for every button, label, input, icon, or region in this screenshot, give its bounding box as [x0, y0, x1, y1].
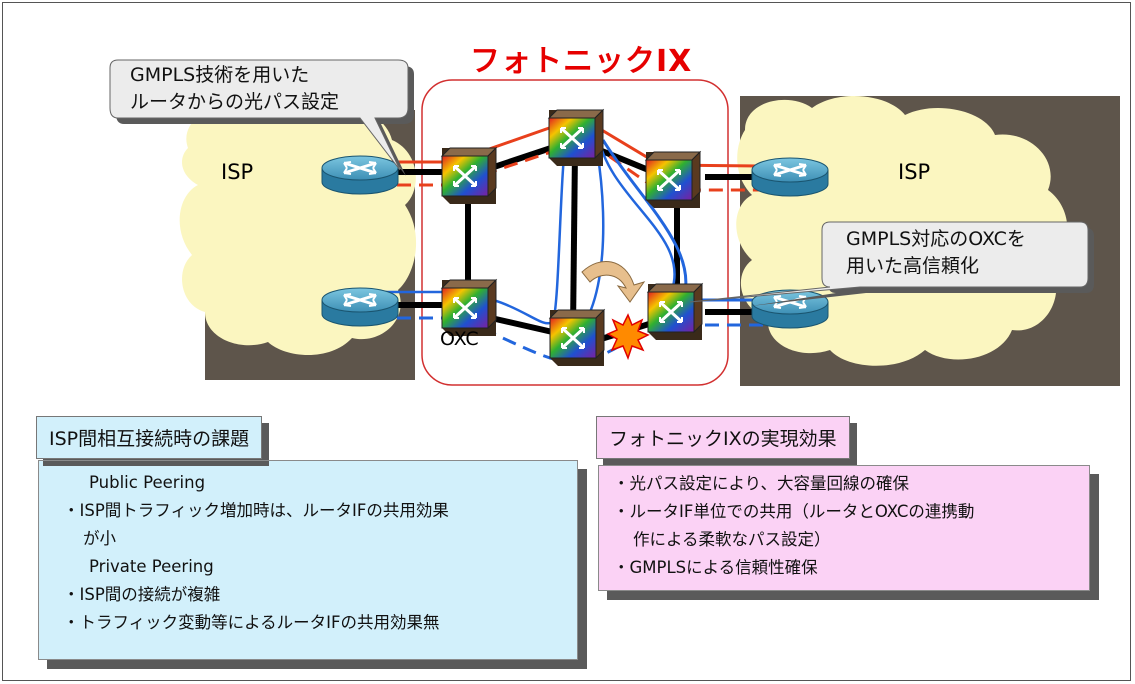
issue-line: が小 — [83, 529, 116, 548]
issues-panel: Public Peering ・ISP間トラフィック増加時は、ルータIFの共用効… — [38, 460, 578, 660]
issue-line: Public Peering — [89, 473, 206, 492]
callout-right-line: 用いた高信頼化 — [846, 255, 980, 277]
callout-left-line: ルータからの光パス設定 — [130, 91, 340, 113]
benefits-header: フォトニックIXの実現効果 — [596, 416, 850, 459]
failure-burst-icon — [606, 313, 650, 361]
benefits-panel: ・光パス設定により、大容量回線の確保 ・ルータIF単位での共用（ルータとOXCの… — [598, 465, 1090, 591]
isp-right-label: ISP — [898, 160, 931, 184]
reroute-arrow-icon — [581, 261, 646, 303]
callout-left-text: GMPLS技術を用いた ルータからの光パス設定 — [130, 62, 339, 116]
issue-line: ・トラフィック変動等によるルータIFの共用効果無 — [63, 613, 440, 632]
benefit-line: ・GMPLSによる信頼性確保 — [613, 558, 818, 577]
benefits-panel-bg — [598, 465, 1090, 591]
benefit-line: ・ルータIF単位での共用（ルータとOXCの連携動 — [613, 502, 975, 521]
router-icon — [320, 154, 400, 196]
issue-line: ・ISP間トラフィック増加時は、ルータIFの共用効果 — [63, 501, 449, 520]
oxc-switch-icon — [440, 146, 498, 206]
oxc-switch-icon — [547, 108, 605, 168]
router-icon — [750, 156, 830, 198]
benefit-line: 作による柔軟なパス設定） — [633, 530, 831, 549]
callout-left — [109, 59, 409, 171]
callout-right-line: GMPLS対応のOXCを — [846, 228, 1026, 250]
oxc-switch-icon — [644, 150, 702, 210]
callout-left-line: GMPLS技術を用いた — [130, 64, 310, 86]
router-icon — [320, 286, 400, 328]
benefit-line: ・光パス設定により、大容量回線の確保 — [613, 474, 910, 493]
oxc-switch-icon — [548, 308, 606, 368]
callout-right — [689, 221, 1089, 303]
callout-right-text: GMPLS対応のOXCを 用いた高信頼化 — [846, 226, 1026, 280]
oxc-switch-icon — [646, 282, 704, 342]
issue-line: ・ISP間の接続が複雑 — [63, 585, 221, 604]
issue-line: Private Peering — [89, 557, 214, 576]
issues-panel-bg — [38, 460, 578, 660]
issues-header: ISP間相互接続時の課題 — [36, 416, 263, 459]
isp-left-label: ISP — [221, 160, 254, 184]
diagram-title: フォトニックIX — [470, 44, 693, 79]
oxc-label: OXC — [440, 328, 479, 350]
